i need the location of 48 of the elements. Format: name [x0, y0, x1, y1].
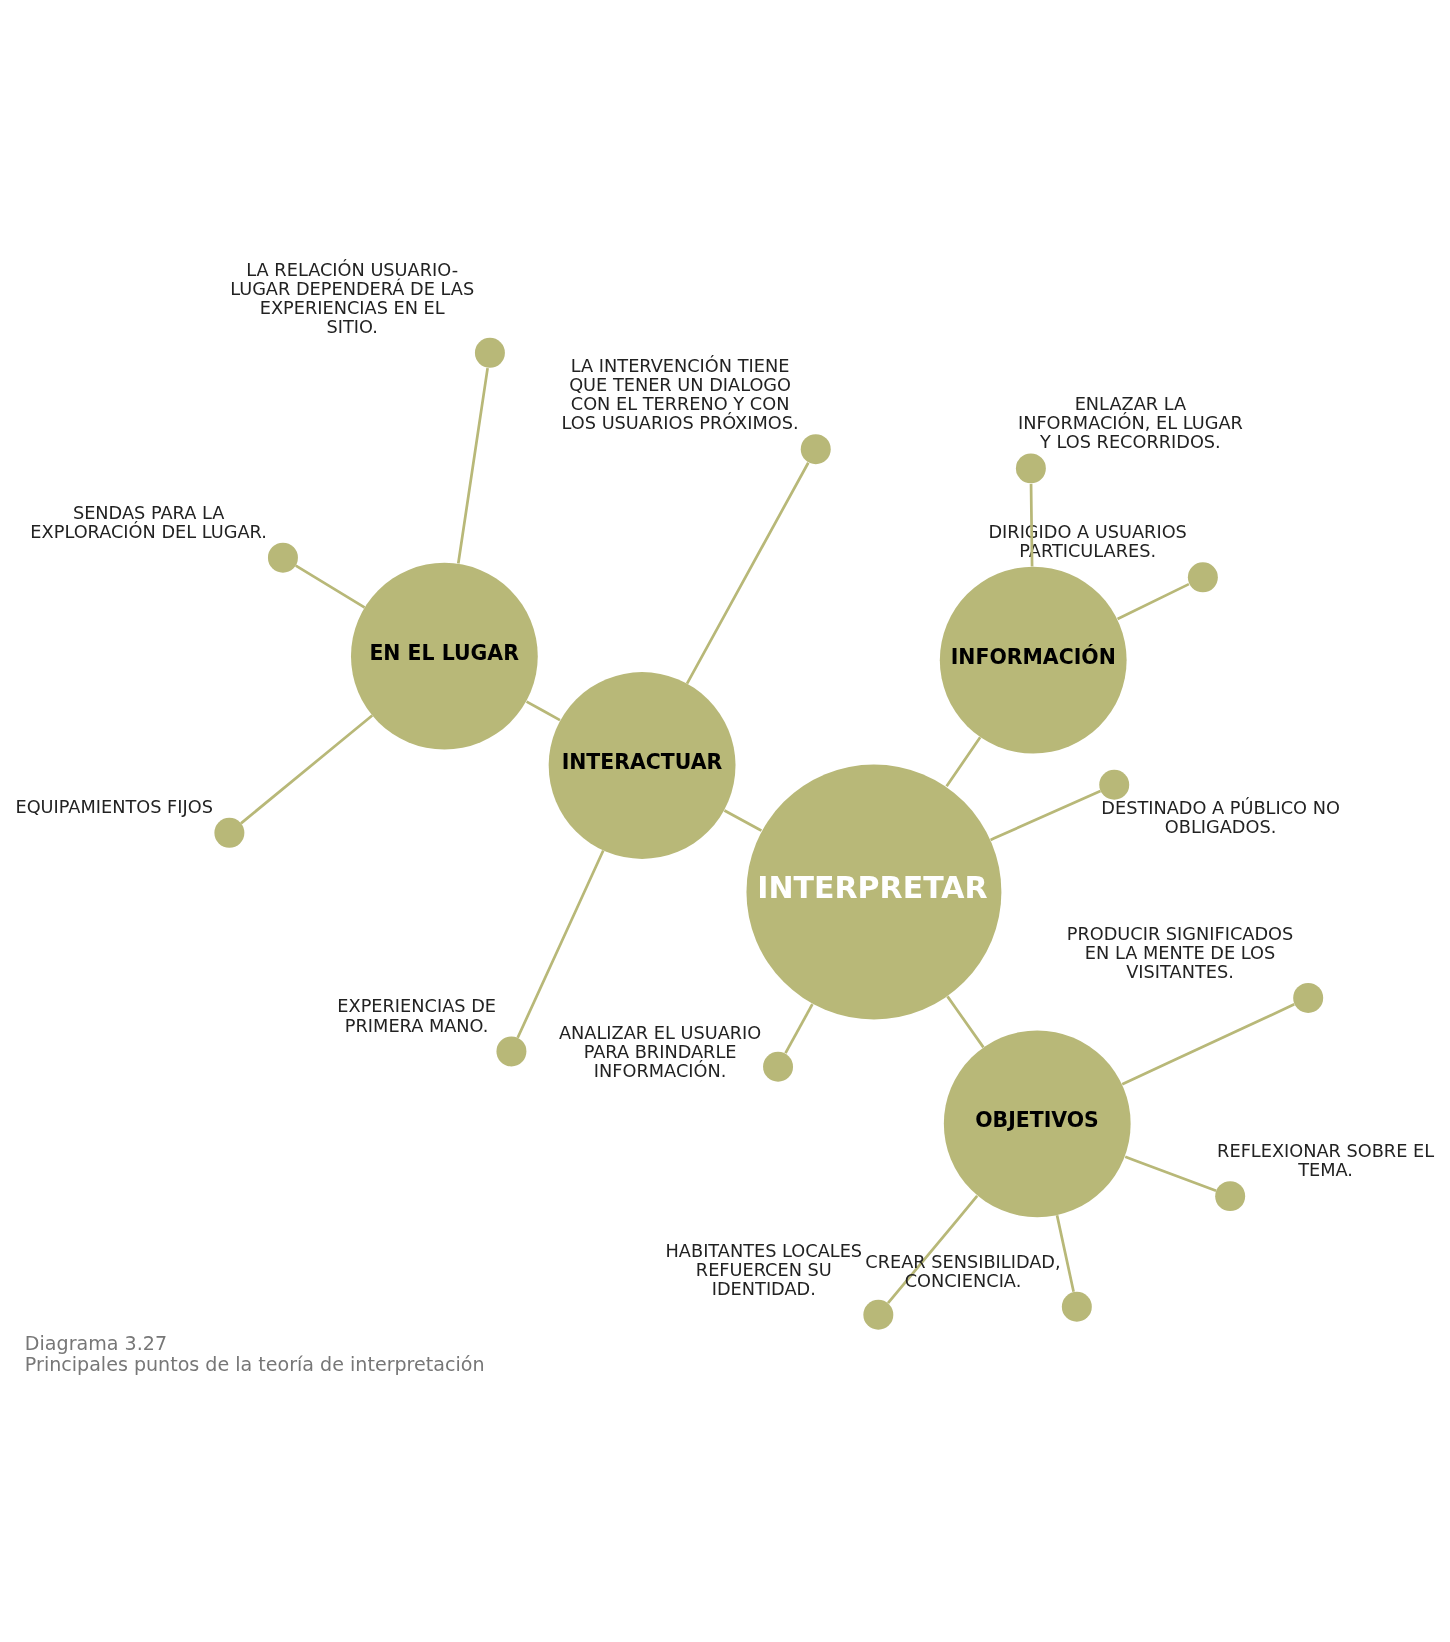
node-circle: INFORMACIÓN: [939, 566, 1127, 754]
node-circle: [763, 1051, 794, 1082]
node-circle: EN EL LUGAR: [351, 562, 538, 750]
node-label: SENDAS PARA LA EXPLORACIÓN DEL LUGAR.: [30, 502, 267, 542]
connector: [946, 995, 985, 1048]
connector: [295, 563, 366, 609]
node-label: EQUIPAMIENTOS FIJOS: [15, 796, 213, 817]
node-label: EXPERIENCIAS DE PRIMERA MANO.: [337, 995, 496, 1036]
node-label: CREAR SENSIBILIDAD, CONCIENCIA.: [865, 1251, 1061, 1291]
node-label: REFLEXIONAR SOBRE EL TEMA.: [1217, 1140, 1435, 1180]
connector: [990, 789, 1102, 841]
diagram-title: Diagrama 3.27: [24, 1331, 168, 1354]
node-label: HABITANTES LOCALES REFUERCEN SU IDENTIDAD.: [665, 1240, 863, 1299]
node-circle: [267, 542, 298, 573]
node-circle: [1215, 1180, 1246, 1211]
node-circle: [1187, 561, 1218, 592]
connector: [723, 808, 763, 832]
connector: [1124, 1155, 1217, 1192]
connector: [945, 736, 982, 787]
connector: [525, 699, 561, 721]
node-circle: [474, 337, 505, 368]
node-circle: INTERPRETAR: [746, 764, 1002, 1019]
node-label: LA INTERVENCIÓN TIENE QUE TENER UN DIALOGO CON EL TERRENO Y CON LOS USUARIOS PRÓXIMOS.: [561, 355, 799, 433]
node-circle: [1061, 1291, 1092, 1322]
node-label: DESTINADO A PÚBLICO NO OBLIGADOS.: [1101, 797, 1340, 837]
connector: [784, 1003, 814, 1054]
node-circle: [496, 1035, 527, 1066]
node-label: LA RELACIÓN USUARIO-LUGAR DEPENDERÁ DE LAS EXPERIENCIAS EN EL SITIO.: [230, 259, 475, 337]
node-circle: [214, 817, 245, 848]
node-label: ANALIZAR EL USUARIO PARA BRINDARLE INFORMACIÓN.: [558, 1022, 762, 1081]
node-circle: [863, 1299, 894, 1330]
node-circle: INTERACTUAR: [548, 671, 736, 859]
node-circle: [800, 433, 831, 464]
node-circle: [1099, 769, 1130, 800]
node-circle: [1015, 452, 1046, 483]
node-circle: OBJETIVOS: [943, 1029, 1131, 1217]
connector: [1029, 483, 1034, 567]
connector: [1116, 582, 1190, 620]
connector: [240, 713, 374, 824]
connector: [685, 461, 810, 684]
connector: [1121, 1002, 1295, 1086]
connector: [456, 367, 489, 564]
connector: [886, 1194, 979, 1304]
node-label: PRODUCIR SIGNIFICADOS EN LA MENTE DE LOS VISITANTES.: [1066, 923, 1294, 982]
connector: [1055, 1214, 1075, 1292]
node-circle: [1293, 982, 1324, 1013]
node-label: ENLAZAR LA INFORMACIÓN, EL LUGAR Y LOS RECORRIDOS.: [1017, 393, 1243, 452]
connector: [516, 849, 605, 1038]
